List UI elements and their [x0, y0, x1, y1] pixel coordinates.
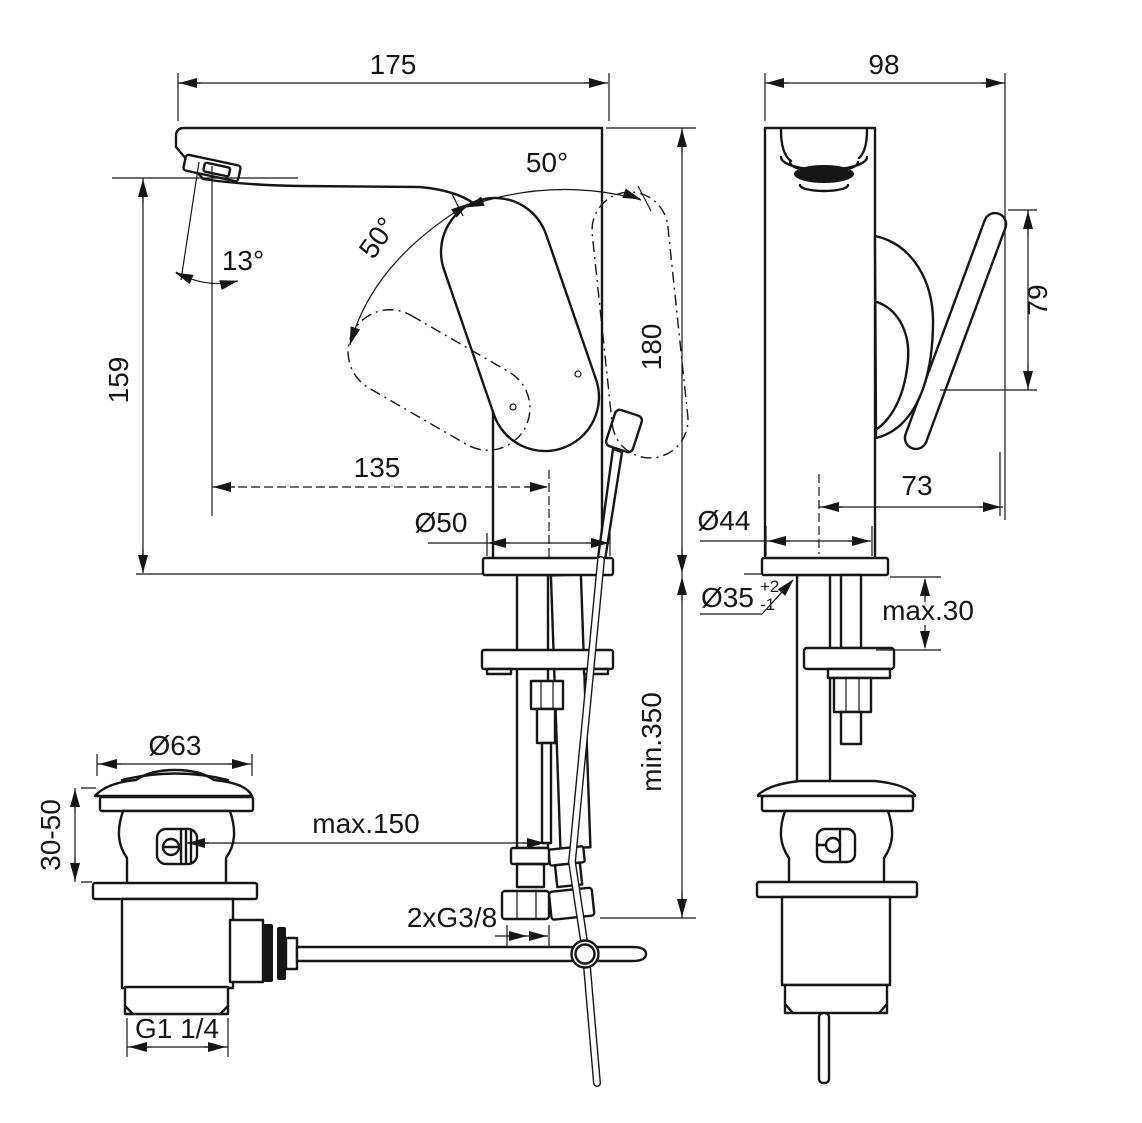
dim-waste-plug-diameter: Ø63 [96, 730, 253, 776]
horizontal-linkage-rod [295, 945, 648, 963]
side-view [760, 126, 1008, 785]
dim-label-o35: Ø35 [701, 582, 754, 613]
waste-mechanism-window-side [815, 827, 857, 864]
dim-side-depth: 98 [764, 49, 1006, 520]
dim-label-max30: max.30 [882, 595, 974, 626]
dim-label-o44: Ø44 [698, 505, 751, 536]
waste-top-flange-side [760, 794, 915, 813]
dim-handle-height: 79 [940, 209, 1053, 391]
dim-label-30-50: 30-50 [35, 799, 66, 871]
waste-body-front [117, 809, 236, 885]
knurled-coupling-band [263, 924, 273, 982]
lever-boss-side [873, 234, 935, 440]
waste-plug-cap [93, 768, 254, 798]
dim-overall-height-and-hose: 180 min.350 [600, 127, 696, 919]
dim-label-73: 73 [901, 470, 932, 501]
waste-side-outlet [228, 918, 265, 984]
dim-label-135: 135 [354, 452, 401, 483]
dim-label-o50: Ø50 [415, 507, 468, 538]
dim-side-base-diameter: Ø44 [698, 505, 873, 556]
pop-up-linkage [295, 556, 648, 1087]
dim-front-width: 175 [177, 49, 610, 121]
mounting-stud-front [535, 707, 557, 745]
dim-handle-reach: 73 [818, 452, 1003, 554]
dim-label-50deg-top: 50° [526, 147, 568, 178]
faucet-body-side [763, 126, 877, 563]
g38-connector-left [500, 846, 551, 921]
mounting-hardware-side [802, 573, 896, 746]
dim-label-g114: G1 1/4 [135, 1013, 219, 1044]
spout-opening-side [779, 128, 869, 193]
mounting-nut-front [529, 679, 565, 711]
dim-front-base-diameter: Ø50 [415, 507, 611, 556]
dim-label-max150: max.150 [312, 808, 419, 839]
dim-label-159: 159 [103, 357, 134, 404]
mounting-nut-side [832, 676, 873, 714]
dim-label-13deg: 13° [222, 245, 264, 276]
dim-spray-angle: 13° [175, 161, 264, 516]
dim-deck-thickness: max.30 [876, 576, 974, 651]
handle-pin-dot [509, 403, 517, 411]
dim-label-50deg-side: 50° [353, 211, 403, 263]
pop-up-knob-and-rod [596, 408, 644, 562]
dimension-annotations: 175 159 180 min.350 13° [35, 49, 1053, 1057]
dim-spout-height: 159 [103, 177, 298, 573]
dim-label-98: 98 [868, 49, 899, 80]
pop-up-waste-side-view [755, 779, 919, 1085]
dim-waste-outlet-thread: G1 1/4 [126, 1013, 229, 1057]
mounting-washer-front [480, 648, 615, 671]
waste-plug-cap-side [756, 779, 917, 798]
waste-pull-rod-side [817, 1011, 831, 1085]
mounting-washer-side [802, 646, 896, 671]
aerator-side [794, 165, 854, 183]
pop-up-waste-front-view [91, 768, 299, 1016]
waste-top-flange [98, 795, 255, 813]
waste-outlet-thread-side [783, 983, 889, 1015]
dim-tap-hole: Ø35 +2 -1 [700, 577, 794, 615]
dim-label-o35-minus: -1 [760, 595, 775, 614]
waste-body-side [779, 809, 894, 884]
dim-rod-max-length: max.150 [187, 808, 545, 848]
waste-outlet-thread-front [123, 985, 230, 1016]
dim-supply-connections: 2xG3/8 [407, 902, 550, 947]
waste-stem-front [120, 897, 235, 990]
waste-lower-flange-front [91, 881, 259, 901]
dim-label-175: 175 [370, 49, 417, 80]
aerator-insert [202, 161, 232, 178]
mounting-hardware-front [480, 648, 615, 845]
waste-lower-flange-side [755, 880, 919, 899]
mounting-stud-side [839, 573, 863, 650]
dim-label-2xg38: 2xG3/8 [407, 902, 497, 933]
pop-up-knob [604, 408, 644, 454]
lever-blade-side [903, 211, 1008, 451]
knurled-coupling-band [277, 927, 286, 980]
pull-rod-front [540, 741, 553, 845]
dim-waste-mounting-range: 30-50 [35, 787, 96, 883]
dim-label-79: 79 [1022, 284, 1053, 315]
dim-label-180: 180 [636, 324, 667, 371]
base-plate-front [481, 556, 615, 577]
braided-hose-side [795, 573, 832, 785]
handle-pin-dot [574, 370, 582, 378]
dim-label-min350: min.350 [636, 692, 667, 792]
base-plate-side [760, 556, 890, 577]
waste-stem-side [780, 895, 892, 987]
dim-label-o35-plus: +2 [760, 577, 779, 596]
dim-label-o63: Ø63 [149, 730, 202, 761]
